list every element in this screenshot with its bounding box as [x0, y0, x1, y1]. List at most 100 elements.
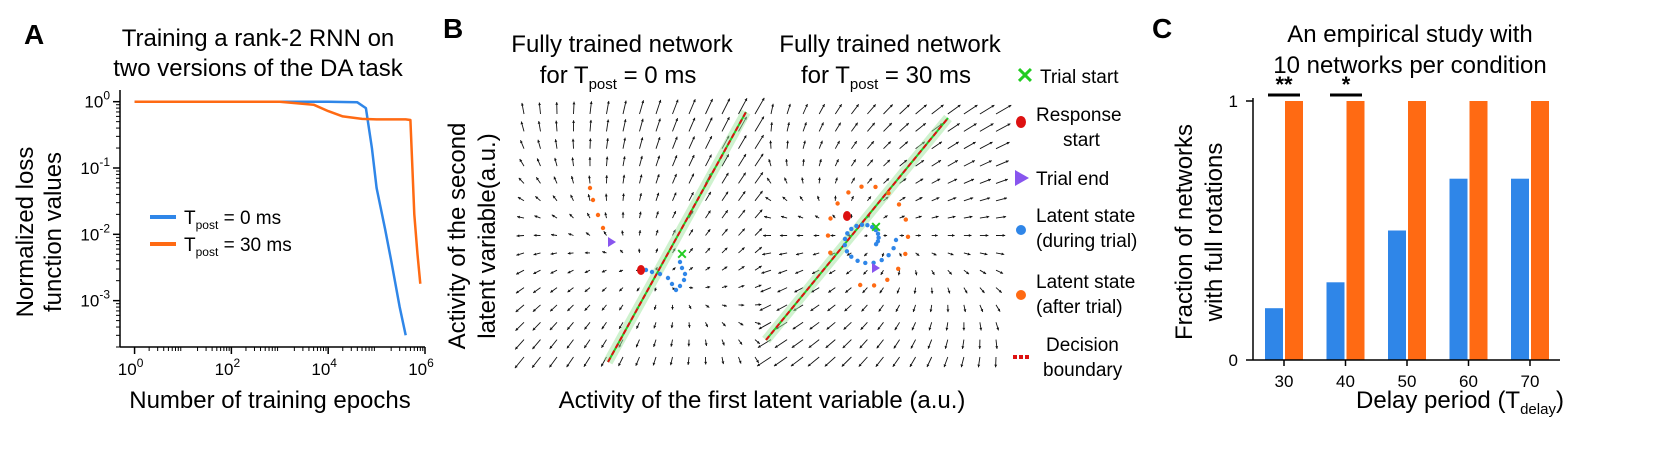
vector-arrowhead — [804, 122, 807, 126]
vector-arrowhead — [758, 265, 762, 269]
vector-arrowhead — [689, 267, 693, 270]
vector-arrowhead — [532, 364, 535, 368]
vector-arrowhead — [675, 99, 679, 103]
vector-arrowhead — [923, 104, 927, 108]
vector-arrowhead — [960, 364, 964, 368]
legend-trial-start-label: Trial start — [1040, 67, 1119, 88]
vector-arrowhead — [760, 135, 764, 138]
latent-state-point — [903, 217, 908, 222]
vector-arrowhead — [759, 228, 762, 232]
panel-a-ytick-label: 10-1 — [80, 155, 110, 178]
legend-latent-after-icon — [1016, 290, 1026, 300]
legend-trial-end-label: Trial end — [1036, 169, 1109, 190]
vector-arrowhead — [532, 346, 536, 350]
vector-arrowhead — [741, 247, 745, 251]
vector-arrowhead — [692, 117, 696, 121]
vector-arrowhead — [861, 308, 865, 312]
bar-70-1 — [1531, 101, 1549, 360]
vector-arrowhead — [956, 123, 960, 126]
vector-arrowhead — [624, 100, 627, 104]
latent-state-point — [891, 246, 896, 251]
vector-arrowhead — [781, 215, 784, 219]
vector-arrowhead — [692, 99, 696, 103]
vector-arrowhead — [656, 192, 660, 196]
latent-state-point — [886, 253, 891, 258]
vector-arrowhead — [785, 159, 788, 162]
vector-arrowhead — [884, 234, 888, 237]
vector-arrowhead — [872, 122, 875, 126]
vector-arrowhead — [536, 158, 540, 162]
latent-state-point — [600, 225, 606, 231]
vector-arrowhead — [535, 196, 539, 200]
vector-arrowhead — [1005, 160, 1009, 163]
vector-arrowhead — [984, 252, 988, 256]
vector-arrowhead — [622, 156, 626, 160]
vector-arrowhead — [722, 342, 725, 346]
legend-trial-start-icon: ✕ — [1016, 63, 1034, 88]
vector-arrowhead — [584, 326, 588, 330]
vector-arrowhead — [606, 119, 610, 123]
vector-arrowhead — [550, 252, 554, 256]
latent-state-point — [828, 216, 833, 221]
vector-arrowhead — [928, 327, 932, 331]
vector-arrowhead — [570, 176, 574, 179]
vector-arrowhead — [998, 289, 1002, 293]
latent-state-point — [682, 271, 688, 277]
latent-state-point — [858, 282, 863, 288]
vector-arrowhead — [922, 123, 926, 126]
vector-arrowhead — [532, 308, 536, 312]
vector-arrowhead — [742, 191, 746, 195]
vector-arrowhead — [709, 117, 713, 121]
vector-arrowhead — [943, 364, 947, 368]
vector-arrowhead — [895, 308, 899, 312]
panel-b-ylabel-line2: latent variable(a.u.) — [474, 133, 501, 338]
panel-c-letter: C — [1152, 13, 1172, 44]
vector-arrowhead — [813, 234, 817, 237]
vector-arrowhead — [537, 139, 541, 143]
vector-arrowhead — [572, 101, 576, 105]
vector-arrowhead — [902, 197, 906, 200]
vector-arrowhead — [845, 289, 849, 293]
latent-state-point — [835, 201, 840, 206]
vector-arrowhead — [687, 362, 690, 365]
vector-arrowhead — [967, 252, 971, 256]
vector-arrowhead — [1006, 142, 1010, 145]
line-series-1 — [134, 100, 422, 284]
latent-state-point — [873, 184, 878, 190]
panel-c-xtick-label: 70 — [1521, 372, 1540, 391]
vector-arrowhead — [552, 195, 556, 199]
legend-latent-after-line2: (after trial) — [1036, 297, 1123, 318]
bar-40-1 — [1346, 101, 1365, 360]
latent-state-point — [679, 265, 685, 271]
vector-arrowhead — [944, 345, 948, 349]
vector-arrowhead — [687, 343, 691, 347]
vector-arrowhead — [619, 325, 622, 329]
bar-60-1 — [1469, 101, 1488, 360]
vector-arrowhead — [828, 289, 832, 293]
panel-c-xtick-label: 30 — [1275, 372, 1294, 391]
vector-arrowhead — [779, 252, 782, 256]
vector-arrowhead — [638, 230, 642, 233]
vector-arrowhead — [670, 343, 673, 347]
vector-arrow — [754, 97, 765, 115]
vector-arrow — [995, 123, 1011, 132]
vector-arrowhead — [605, 175, 609, 178]
vector-arrowhead — [770, 122, 774, 125]
vector-arrowhead — [836, 159, 839, 163]
vector-arrowhead — [839, 104, 842, 108]
vector-arrowhead — [786, 140, 789, 144]
vector-arrowhead — [797, 215, 801, 219]
vector-arrowhead — [767, 177, 770, 181]
vector-arrowhead — [635, 344, 639, 348]
vector-arrowhead — [791, 345, 795, 348]
vector-arrowhead — [742, 228, 745, 232]
vector-arrowhead — [588, 175, 591, 179]
panel-c-title-line1: An empirical study with — [1287, 21, 1532, 48]
vector-arrowhead — [743, 135, 747, 139]
legend-orange-label: Tpost = 30 ms — [184, 235, 292, 259]
vector-arrowhead — [935, 234, 938, 237]
vector-arrowhead — [758, 247, 762, 250]
vector-arrowhead — [856, 104, 859, 108]
vector-arrowhead — [918, 234, 921, 237]
